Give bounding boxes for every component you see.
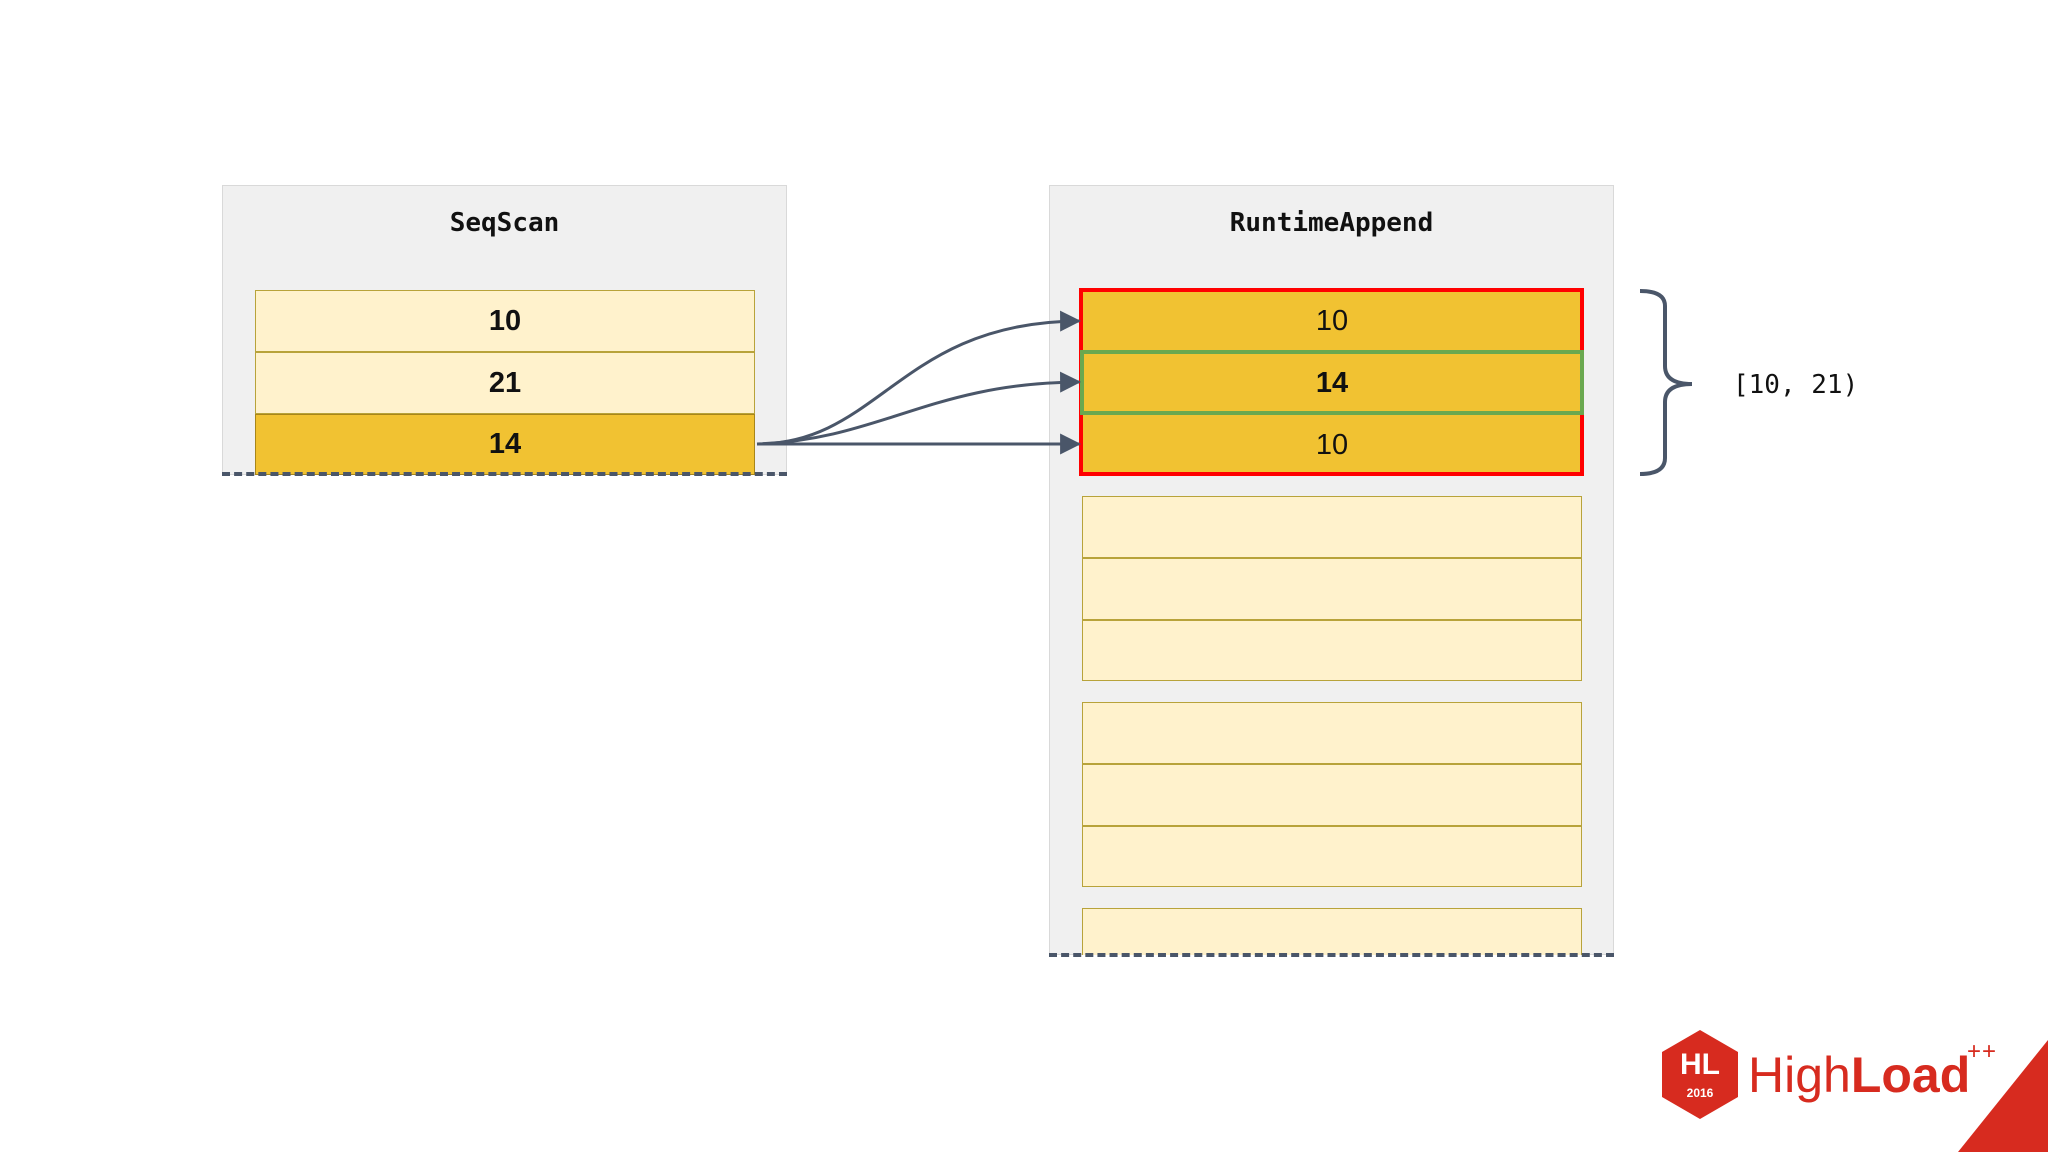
hl-badge-text: HL: [1680, 1048, 1720, 1081]
runtime-append-empty-cell: [1082, 558, 1582, 620]
runtime-append-row-3: 10: [1082, 414, 1582, 476]
runtime-append-empty-cell: [1082, 496, 1582, 558]
runtime-append-empty-cell: [1082, 826, 1582, 887]
runtime-append-dashed-boundary: [1049, 953, 1614, 957]
highload-logo: HighLoad: [1748, 1050, 1970, 1100]
runtime-append-empty-cell: [1082, 764, 1582, 826]
logo-word-light: High: [1748, 1047, 1851, 1103]
seqscan-dashed-boundary: [222, 472, 787, 476]
range-brace: [1639, 289, 1693, 476]
seqscan-row-3: 14: [255, 414, 755, 475]
runtime-append-empty-cell: [1082, 702, 1582, 764]
range-label: [10, 21): [1733, 370, 1859, 400]
seqscan-row-1: 10: [255, 290, 755, 352]
logo-word-bold: Load: [1850, 1047, 1971, 1103]
arrow-to-row-1: [756, 310, 1082, 446]
runtime-append-title: RuntimeAppend: [1229, 208, 1434, 238]
runtime-append-empty-cell: [1082, 620, 1582, 681]
runtime-append-empty-cell: [1082, 908, 1582, 955]
seqscan-title: SeqScan: [449, 208, 560, 238]
seqscan-row-2: 21: [255, 352, 755, 414]
hl-badge-year: 2016: [1686, 1086, 1714, 1100]
arrow-to-row-2: [756, 371, 1082, 446]
runtime-append-row-1: 10: [1082, 290, 1582, 352]
logo-superscript: ++: [1967, 1038, 1998, 1065]
runtime-append-row-2: 14: [1082, 352, 1582, 414]
